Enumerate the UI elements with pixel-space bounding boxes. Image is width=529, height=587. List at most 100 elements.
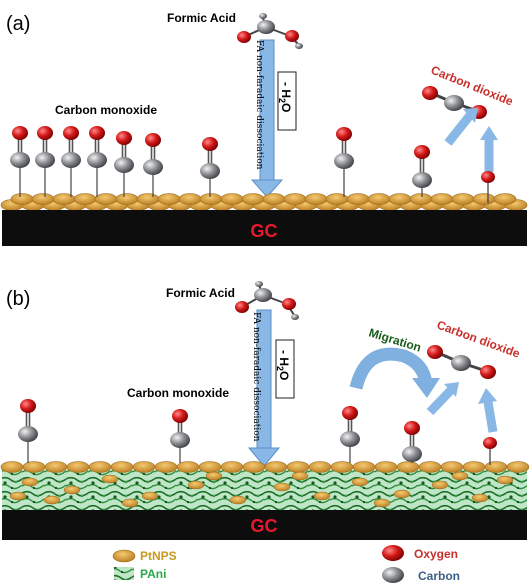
pt-nanoparticle: [220, 461, 244, 473]
embedded-pt-nanoparticle: [471, 493, 489, 503]
panel-a-water-box: [277, 71, 297, 131]
legend-pani-label: PAni: [140, 567, 166, 581]
embedded-pt-nanoparticle: [373, 498, 391, 508]
panel-b-pt-nanoparticle-layer: [0, 461, 529, 473]
pt-nanoparticle: [418, 461, 442, 473]
pt-nanoparticle: [44, 461, 68, 473]
panel-b-dissociation-label: FA non-faradaic dissociation: [251, 312, 261, 442]
pt-nanoparticle: [110, 461, 134, 473]
co-molecule: [10, 126, 30, 197]
co-molecule: [143, 133, 163, 197]
pt-nanoparticle: [440, 461, 464, 473]
co-molecule: [340, 406, 360, 463]
panel-b-label: (b): [6, 288, 30, 310]
pt-nanoparticle: [409, 193, 433, 205]
co-molecule: [61, 126, 81, 197]
embedded-pt-nanoparticle: [141, 491, 159, 501]
embedded-pt-nanoparticle: [21, 477, 39, 487]
co-molecule: [87, 126, 107, 197]
pt-nanoparticle: [451, 193, 475, 205]
pt-nanoparticle: [88, 461, 112, 473]
panel-b-formic-acid-molecule: [235, 281, 299, 320]
pt-nanoparticle: [346, 193, 370, 205]
panel-a-free-oxygen: [481, 171, 495, 203]
panel-b-arrow-right-up: [483, 401, 498, 433]
panel-b-pani-layer: [2, 470, 527, 510]
panel-b-migration-arrow: [349, 347, 433, 390]
co-molecule: [412, 145, 432, 197]
pt-nanoparticle: [94, 193, 118, 205]
embedded-pt-nanoparticle: [313, 491, 331, 501]
pt-nanoparticle: [178, 193, 202, 205]
pt-nanoparticle: [506, 461, 529, 473]
pt-nanoparticle: [330, 461, 354, 473]
pt-nanoparticle: [115, 193, 139, 205]
pt-nanoparticle: [31, 193, 55, 205]
panel-a-co-molecules: [10, 126, 432, 197]
panel-a-water-loss-label: - H2O: [277, 82, 293, 112]
legend-ptnps-label: PtNPS: [140, 549, 177, 563]
panel-b-free-oxygen: [483, 437, 497, 465]
pt-nanoparticle: [262, 193, 286, 205]
co-molecule: [18, 399, 38, 463]
pt-nanoparticle: [493, 193, 517, 205]
pt-nanoparticle: [484, 461, 508, 473]
pt-nanoparticle: [157, 193, 181, 205]
pt-nanoparticle: [154, 461, 178, 473]
panel-a-dissociation-arrow: [250, 39, 284, 198]
panel-b-embedded-pt-nanoparticles: [9, 471, 514, 508]
pt-nanoparticle: [286, 461, 310, 473]
pt-nanoparticle: [136, 193, 160, 205]
embedded-pt-nanoparticle: [496, 475, 514, 485]
panel-b-gc-label: GC: [251, 516, 278, 536]
legend: PtNPS PAni Oxygen Carbon: [112, 545, 460, 583]
panel-a-dissociation-label: FA non-faradaic dissociation: [254, 40, 264, 170]
panel-a-carbon-monoxide-label: Carbon monoxide: [55, 103, 157, 117]
pt-nanoparticle: [352, 461, 376, 473]
panel-a-arrow-right-head: [480, 126, 498, 140]
panel-a-gc-label: GC: [251, 221, 278, 241]
panel-a-carbon-dioxide-label: Carbon dioxide: [429, 63, 516, 109]
panel-a-arrow-left-up: [444, 111, 475, 146]
panel-a-formic-acid-label: Formic Acid: [167, 11, 236, 25]
pt-nanoparticle: [304, 193, 328, 205]
pt-nanoparticle: [388, 193, 412, 205]
panel-b-formic-acid-label: Formic Acid: [166, 286, 235, 300]
pt-nanoparticle: [73, 193, 97, 205]
legend-carbon-label: Carbon: [418, 569, 460, 583]
co-molecule: [114, 131, 134, 197]
pt-nanoparticle: [325, 193, 349, 205]
pt-nanoparticle: [0, 461, 24, 473]
pt-nanoparticle: [472, 193, 496, 205]
pt-nanoparticle: [308, 461, 332, 473]
pt-nanoparticle: [264, 461, 288, 473]
panel-a-co2-molecule: [422, 86, 487, 119]
pt-nanoparticle: [374, 461, 398, 473]
legend-pani-swatch: [114, 567, 134, 580]
panel-b-co-molecules: [18, 399, 422, 463]
panel-a-gc-electrode: [2, 210, 527, 246]
embedded-pt-nanoparticle: [291, 471, 309, 481]
panel-b-arrow-left-head: [444, 382, 459, 397]
pt-nanoparticle: [396, 461, 420, 473]
embedded-pt-nanoparticle: [205, 471, 223, 481]
co-molecule: [35, 126, 55, 197]
panel-a-label: (a): [6, 13, 30, 35]
panel-a-formic-acid-molecule: [237, 13, 303, 49]
embedded-pt-nanoparticle: [101, 474, 119, 484]
co-molecule: [200, 137, 220, 197]
panel-b-arrow-left-up: [426, 385, 456, 416]
pt-nanoparticle: [52, 193, 76, 205]
embedded-pt-nanoparticle: [121, 498, 139, 508]
pt-nanoparticle: [462, 461, 486, 473]
pt-nanoparticle: [66, 461, 90, 473]
pt-nanoparticle: [283, 193, 307, 205]
panel-b-migration-arrow-head: [412, 378, 440, 398]
embedded-pt-nanoparticle: [451, 471, 469, 481]
panel-a-arrow-left-head: [463, 108, 478, 123]
panel-b-carbon-monoxide-label: Carbon monoxide: [127, 386, 229, 400]
embedded-pt-nanoparticle: [63, 485, 81, 495]
embedded-pt-nanoparticle: [351, 477, 369, 487]
pt-nanoparticle: [241, 193, 265, 205]
